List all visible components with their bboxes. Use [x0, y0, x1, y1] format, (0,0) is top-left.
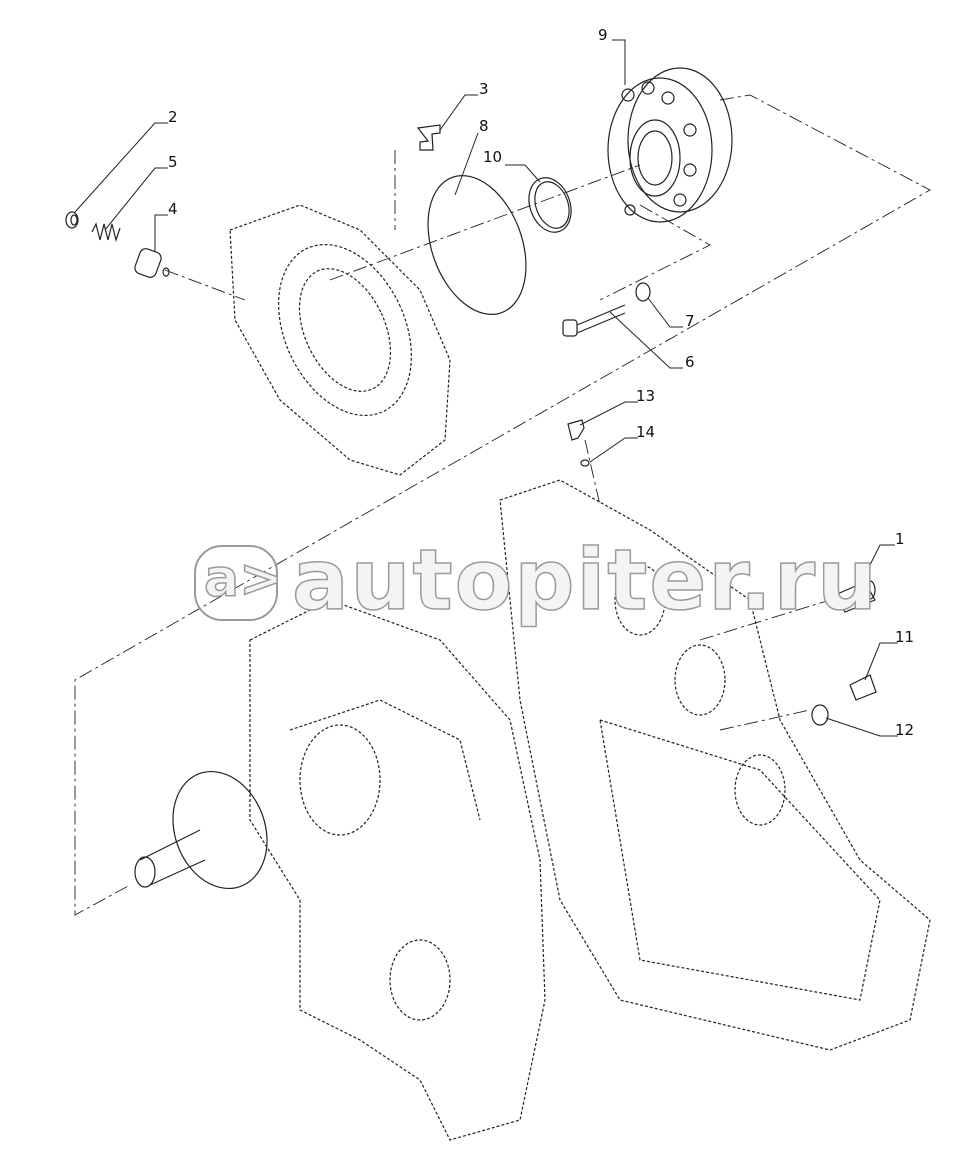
part-10-ring [528, 177, 572, 233]
callout-9: 9 [598, 26, 608, 44]
callout-4: 4 [168, 200, 178, 218]
part-4-piston [134, 248, 170, 278]
input-shaft-gear [134, 770, 268, 890]
part-3-clip [416, 124, 441, 151]
callout-11: 11 [895, 628, 915, 646]
callout-10: 10 [483, 148, 503, 166]
part-2-seal [65, 211, 79, 229]
watermark-logo-glyph: a> [203, 548, 283, 610]
callout-14: 14 [636, 423, 656, 441]
callout-leader-lines [74, 39, 898, 737]
callout-7: 7 [685, 312, 695, 330]
part-8-o-ring [427, 175, 527, 315]
transmission-housing-right [499, 479, 931, 1051]
part-1-pin [834, 580, 876, 613]
part-12-o-ring [811, 704, 829, 726]
watermark-logo: a> [194, 545, 283, 621]
callout-1: 1 [895, 530, 905, 548]
callout-8: 8 [479, 117, 489, 135]
front-cover-plate [229, 204, 451, 476]
callout-3: 3 [479, 80, 489, 98]
part-9-pump-flange [607, 67, 733, 223]
part-13-plug [567, 419, 585, 441]
callout-5: 5 [168, 153, 178, 171]
part-11-plug [849, 674, 877, 701]
callout-12: 12 [895, 721, 915, 739]
assembly-axis-lines [74, 94, 931, 916]
part-5-spring [91, 222, 121, 243]
callout-2: 2 [168, 108, 178, 126]
callout-13: 13 [636, 387, 656, 405]
watermark-text: autopiter.ru [291, 531, 879, 629]
part-7-washer [635, 282, 651, 302]
transmission-housing-left [249, 599, 546, 1141]
part-14-washer [580, 459, 590, 467]
callout-6: 6 [685, 353, 695, 371]
part-6-bolt [562, 304, 626, 337]
